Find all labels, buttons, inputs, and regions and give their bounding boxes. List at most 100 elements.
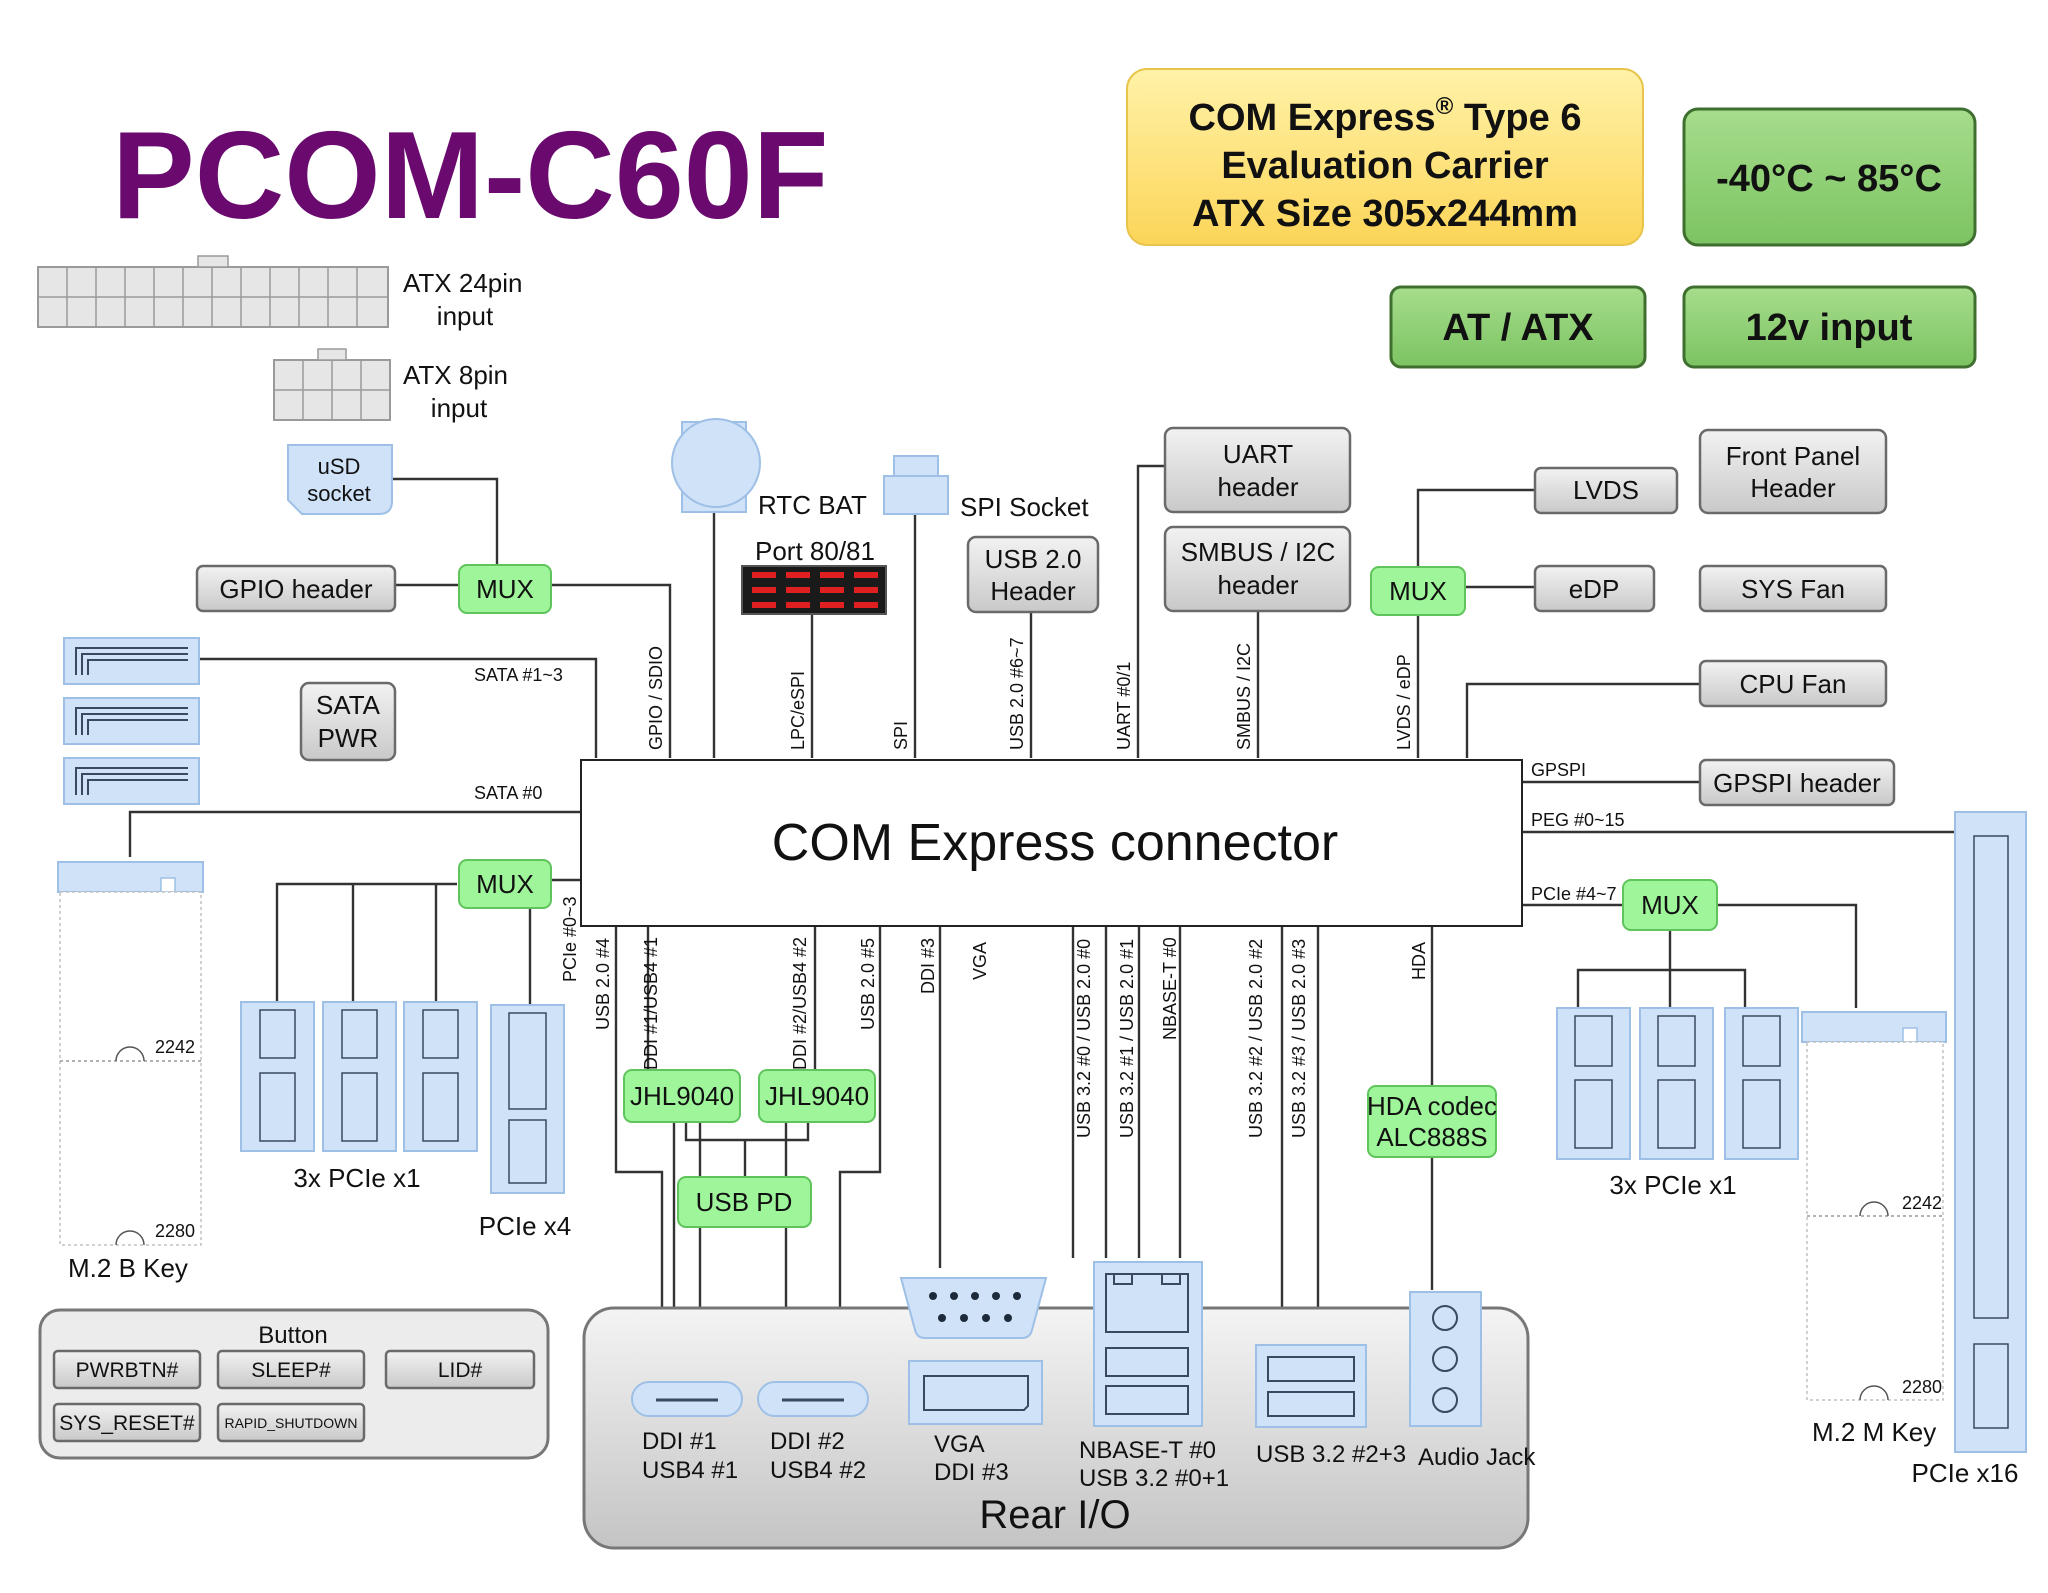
spi-socket-icon [883, 455, 949, 515]
usb32-label: USB 3.2 #2+3 [1256, 1441, 1406, 1468]
sys-reset-button[interactable] [52, 1402, 202, 1443]
mux-display-label: MUX [1389, 576, 1447, 606]
sleep-label: SLEEP# [251, 1359, 331, 1382]
cpu-fan-header [1698, 659, 1888, 708]
connection-lines [128, 464, 1955, 1382]
audio-jack-label: Audio Jack [1418, 1444, 1536, 1471]
signal-smbus: SMBUS / I2C [1234, 643, 1254, 750]
spec-line-1: COM Express® Type 6 [1189, 93, 1582, 139]
edp-label: eDP [1569, 574, 1620, 604]
com-express-connector-label: COM Express connector [772, 814, 1338, 872]
spec-box [1126, 68, 1644, 246]
ddi1-label: DDI #1 [642, 1428, 717, 1455]
sata-port-3 [63, 757, 200, 805]
sata-port-1 [63, 637, 200, 685]
sata-pwr-label: SATA [316, 690, 381, 720]
atx24-label: ATX 24pin [403, 268, 522, 298]
rear-io-title: Rear I/O [979, 1493, 1130, 1537]
signal-pcie-0-3: PCIe #0~3 [560, 896, 580, 982]
usd-label: uSD [318, 454, 361, 479]
pcie-x4-slot [490, 1004, 565, 1194]
power-mode-label: AT / ATX [1442, 307, 1594, 349]
signal-usb20-6-7: USB 2.0 #6~7 [1007, 637, 1027, 750]
signal-sata-0: SATA #0 [474, 783, 542, 803]
signal-sata-1-3: SATA #1~3 [474, 665, 563, 685]
m2-m-key-slot [1801, 1011, 1947, 1401]
sys-reset-label: SYS_RESET# [59, 1412, 195, 1435]
mux-pcie-right [1622, 879, 1718, 931]
usb20-header [966, 535, 1100, 614]
sata-pwr-label-2: PWR [318, 723, 379, 753]
rtc-battery-icon [671, 418, 761, 513]
gpspi-header [1698, 758, 1896, 807]
temp-badge [1682, 107, 1977, 247]
cpu-fan-label: CPU Fan [1740, 669, 1847, 699]
front-panel-label: Front Panel [1726, 441, 1860, 471]
nbaset-label: NBASE-T #0 [1079, 1437, 1216, 1464]
lvds-label: LVDS [1573, 475, 1639, 505]
signal-usb32-2: USB 3.2 #2 / USB 2.0 #2 [1246, 939, 1266, 1138]
usb32-port [1255, 1344, 1367, 1428]
ddi1-usb4-port [631, 1381, 743, 1417]
port80-display [741, 565, 887, 615]
signal-pcie-4-7: PCIe #4~7 [1531, 884, 1617, 904]
jhl9040-chip-2 [758, 1069, 876, 1123]
pcie-x16-label: PCIe x16 [1912, 1458, 2019, 1488]
pcie-x1-slot-2 [322, 1001, 397, 1152]
smbus-header-label-2: header [1218, 570, 1299, 600]
jhl9040-label-2: JHL9040 [765, 1081, 869, 1111]
edp-connector [1533, 564, 1656, 613]
rapid-shutdown-label: RAPID_SHUTDOWN [224, 1415, 357, 1431]
pcie-x1-slot-1 [240, 1001, 315, 1152]
hda-codec-chip [1367, 1085, 1497, 1158]
sata-port-2 [63, 697, 200, 745]
m2-m-key-label: M.2 M Key [1812, 1417, 1936, 1447]
signal-usb32-3: USB 3.2 #3 / USB 2.0 #3 [1289, 939, 1309, 1138]
m2-b-size-2242: 2242 [155, 1037, 195, 1057]
right-pcie-x1-slot-1 [1556, 1007, 1631, 1160]
pwrbtn-label: PWRBTN# [76, 1359, 179, 1382]
signal-vga: VGA [970, 942, 990, 980]
atx8-label-2: input [431, 393, 488, 423]
signal-usb32-0: USB 3.2 #0 / USB 2.0 #0 [1074, 939, 1094, 1138]
vga-label-2: DDI #3 [934, 1459, 1009, 1486]
smbus-header-label: SMBUS / I2C [1181, 537, 1336, 567]
signal-lvds-edp: LVDS / eDP [1394, 654, 1414, 750]
sleep-button[interactable] [216, 1349, 366, 1390]
usb20-header-label-2: Header [990, 576, 1076, 606]
button-panel-title: Button [258, 1322, 327, 1349]
ddi2-label: DDI #2 [770, 1428, 845, 1455]
mux-gpio [458, 564, 552, 614]
sata-pwr-connector [299, 681, 397, 762]
audio-jack-port [1409, 1291, 1482, 1427]
signal-ddi1-usb4: DDI #1/USB4 #1 [641, 937, 661, 1070]
signal-gpio-sdio: GPIO / SDIO [646, 646, 666, 750]
hda-codec-label-2: ALC888S [1376, 1122, 1487, 1152]
spec-line-3: ATX Size 305x244mm [1192, 193, 1578, 235]
signal-hda: HDA [1409, 942, 1429, 980]
uart-header-label: UART [1223, 439, 1293, 469]
power-input-label: 12v input [1746, 307, 1913, 349]
usb-pd-label: USB PD [696, 1187, 793, 1217]
pcie-x1-slot-3 [403, 1001, 478, 1152]
gpio-header [195, 564, 397, 613]
signal-nbaset: NBASE-T #0 [1160, 937, 1180, 1040]
spi-socket-label: SPI Socket [960, 492, 1089, 522]
signal-lpc-espi: LPC/eSPI [788, 671, 808, 750]
front-panel-label-2: Header [1750, 473, 1836, 503]
nbaset-label-2: USB 3.2 #0+1 [1079, 1465, 1229, 1492]
signal-ddi3: DDI #3 [918, 938, 938, 994]
usd-label-2: socket [307, 481, 371, 506]
gpspi-header-label: GPSPI header [1713, 768, 1881, 798]
lid-button[interactable] [384, 1349, 536, 1390]
power-input-badge [1682, 285, 1977, 369]
m2-m-size-2242: 2242 [1902, 1193, 1942, 1213]
pcie-x16-slot [1954, 811, 2027, 1453]
pwrbtn-button[interactable] [52, 1349, 202, 1390]
port80-label: Port 80/81 [755, 536, 875, 566]
pcie-x4-label: PCIe x4 [479, 1211, 572, 1241]
smbus-header [1163, 525, 1352, 613]
nbaset-rj45-port [1093, 1261, 1203, 1427]
rapid-shutdown-button[interactable] [216, 1402, 366, 1443]
